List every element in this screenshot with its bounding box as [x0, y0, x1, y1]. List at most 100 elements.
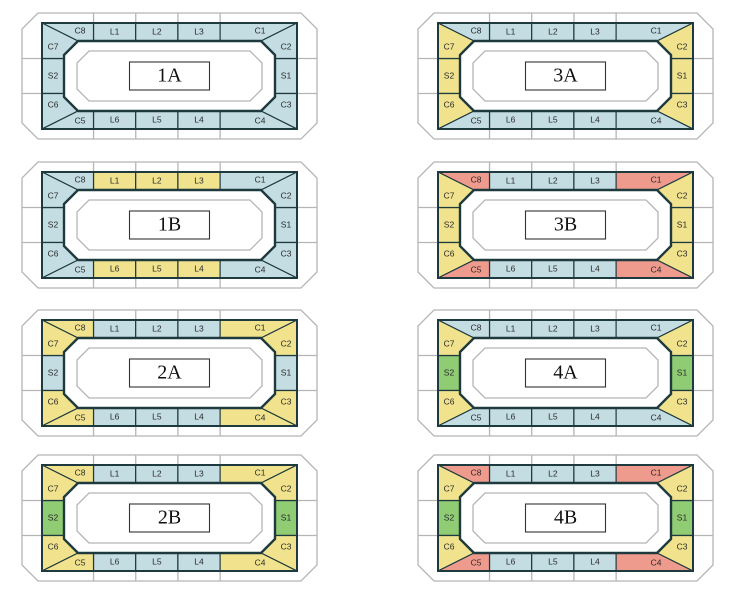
panel-label-text: 1A: [157, 65, 182, 87]
segment-label-c6: C6: [48, 541, 59, 551]
segment-label-s2: S2: [444, 367, 455, 377]
segment-label-l3: L3: [590, 175, 600, 185]
panel-label-text: 4A: [553, 362, 578, 384]
outer-frame: [417, 454, 714, 582]
segment-label-l4: L4: [590, 263, 600, 273]
segment-label-c4: C4: [255, 557, 266, 567]
segment-label-s2: S2: [444, 219, 455, 229]
coil-outer-outline: [41, 319, 298, 427]
segment-label-s1: S1: [677, 219, 688, 229]
panel-frame: [417, 309, 714, 437]
coil-outer-outline: [41, 22, 298, 130]
panel-label-text: 4B: [554, 507, 577, 529]
coil-inner-outline: [62, 336, 277, 410]
panel-label-box: [524, 61, 607, 91]
panel-label-text: 3A: [553, 65, 578, 87]
panel-frame: [417, 454, 714, 582]
segment-label-l3: L3: [194, 175, 204, 185]
panel-label-text: 2B: [158, 507, 181, 529]
segment-label-l2: L2: [152, 26, 162, 36]
segment-label-c5: C5: [75, 115, 86, 125]
segment-label-s2: S2: [48, 367, 59, 377]
segment-label-c3: C3: [281, 541, 292, 551]
segment-label-l4: L4: [590, 556, 600, 566]
segment-label-l4: L4: [194, 411, 204, 421]
segment-label-l1: L1: [110, 323, 120, 333]
coil-inner-outline: [458, 39, 673, 113]
segment-label-c6: C6: [444, 541, 455, 551]
segment-label-l4: L4: [590, 114, 600, 124]
panel-label-box: [524, 358, 607, 388]
inner-frame: [472, 199, 659, 251]
panel-label-box: [524, 503, 607, 533]
coil-outer-outline: [437, 319, 694, 427]
segment-label-c2: C2: [677, 338, 688, 348]
segment-label-c7: C7: [444, 338, 455, 348]
segment-label-s1: S1: [677, 512, 688, 522]
segment-label-l2: L2: [548, 468, 558, 478]
outer-frame: [21, 454, 318, 582]
segment-label-l5: L5: [152, 411, 162, 421]
segment-label-c7: C7: [444, 41, 455, 51]
segment-label-l1: L1: [506, 323, 516, 333]
segment-label-l1: L1: [506, 468, 516, 478]
segment-label-c3: C3: [677, 248, 688, 258]
segment-label-l2: L2: [152, 468, 162, 478]
segment-label-c1: C1: [651, 467, 662, 477]
coil-inner-outline: [62, 481, 277, 555]
panel-frame: [21, 12, 318, 140]
segment-label-c8: C8: [75, 322, 86, 332]
outer-frame: [417, 12, 714, 140]
segment-label-c4: C4: [255, 264, 266, 274]
panel-label-box: [524, 210, 607, 240]
coil-inner-outline: [458, 481, 673, 555]
segment-label-c8: C8: [471, 322, 482, 332]
segment-label-l5: L5: [548, 411, 558, 421]
segment-label-c7: C7: [444, 483, 455, 493]
segment-label-l6: L6: [110, 263, 120, 273]
coil-inner-outline: [62, 39, 277, 113]
segment-label-c5: C5: [75, 557, 86, 567]
segment-label-c1: C1: [651, 322, 662, 332]
panel-label: 4B: [524, 503, 607, 533]
segment-label-l3: L3: [194, 323, 204, 333]
segment-label-c1: C1: [651, 174, 662, 184]
panel-label-text: 3B: [554, 214, 577, 236]
segment-label-c3: C3: [281, 248, 292, 258]
segment-label-s1: S1: [281, 70, 292, 80]
segment-label-s2: S2: [48, 70, 59, 80]
panel-label: 3A: [524, 61, 607, 91]
segment-label-c8: C8: [471, 25, 482, 35]
segment-label-s2: S2: [444, 70, 455, 80]
segment-label-c4: C4: [255, 412, 266, 422]
segment-label-c2: C2: [677, 41, 688, 51]
segment-label-l6: L6: [506, 556, 516, 566]
segment-label-c6: C6: [444, 99, 455, 109]
segment-label-c3: C3: [677, 396, 688, 406]
segment-label-c7: C7: [48, 338, 59, 348]
segment-label-c1: C1: [255, 25, 266, 35]
segment-label-c2: C2: [677, 483, 688, 493]
segment-label-l6: L6: [110, 114, 120, 124]
panel-label: 1A: [128, 61, 211, 91]
segment-label-s1: S1: [677, 367, 688, 377]
inner-frame: [76, 347, 263, 399]
segment-label-s1: S1: [281, 219, 292, 229]
inner-frame: [472, 347, 659, 399]
inner-frame: [472, 492, 659, 544]
segment-label-l2: L2: [152, 175, 162, 185]
segment-label-l5: L5: [152, 263, 162, 273]
segment-label-c4: C4: [651, 115, 662, 125]
panel-label-box: [128, 210, 211, 240]
segments: [41, 171, 298, 279]
segment-label-s2: S2: [48, 219, 59, 229]
segment-label-c8: C8: [471, 467, 482, 477]
segment-label-c4: C4: [651, 264, 662, 274]
segment-label-c4: C4: [651, 412, 662, 422]
panel-label: 3B: [524, 210, 607, 240]
panel-label-box: [128, 358, 211, 388]
outer-frame: [417, 309, 714, 437]
